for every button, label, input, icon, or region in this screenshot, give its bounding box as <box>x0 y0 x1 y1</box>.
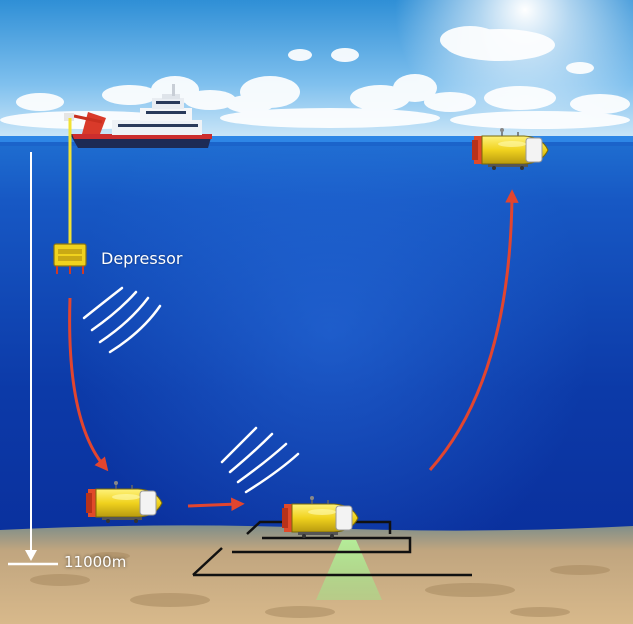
sonar-wave-icon <box>220 426 300 494</box>
survey-beam <box>316 540 382 600</box>
sea-surface <box>0 136 633 142</box>
ship-icon <box>64 84 212 148</box>
clouds <box>0 26 630 129</box>
ocean-glow <box>0 138 633 558</box>
seafloor-texture <box>30 552 610 618</box>
depth-label: 11000m <box>64 553 127 571</box>
path-arrow-icon <box>68 189 519 512</box>
depressor-icon <box>53 243 87 274</box>
sonar-wave-icon <box>82 286 162 354</box>
depth-scale <box>8 152 58 566</box>
depressor-label: Depressor <box>101 249 183 268</box>
